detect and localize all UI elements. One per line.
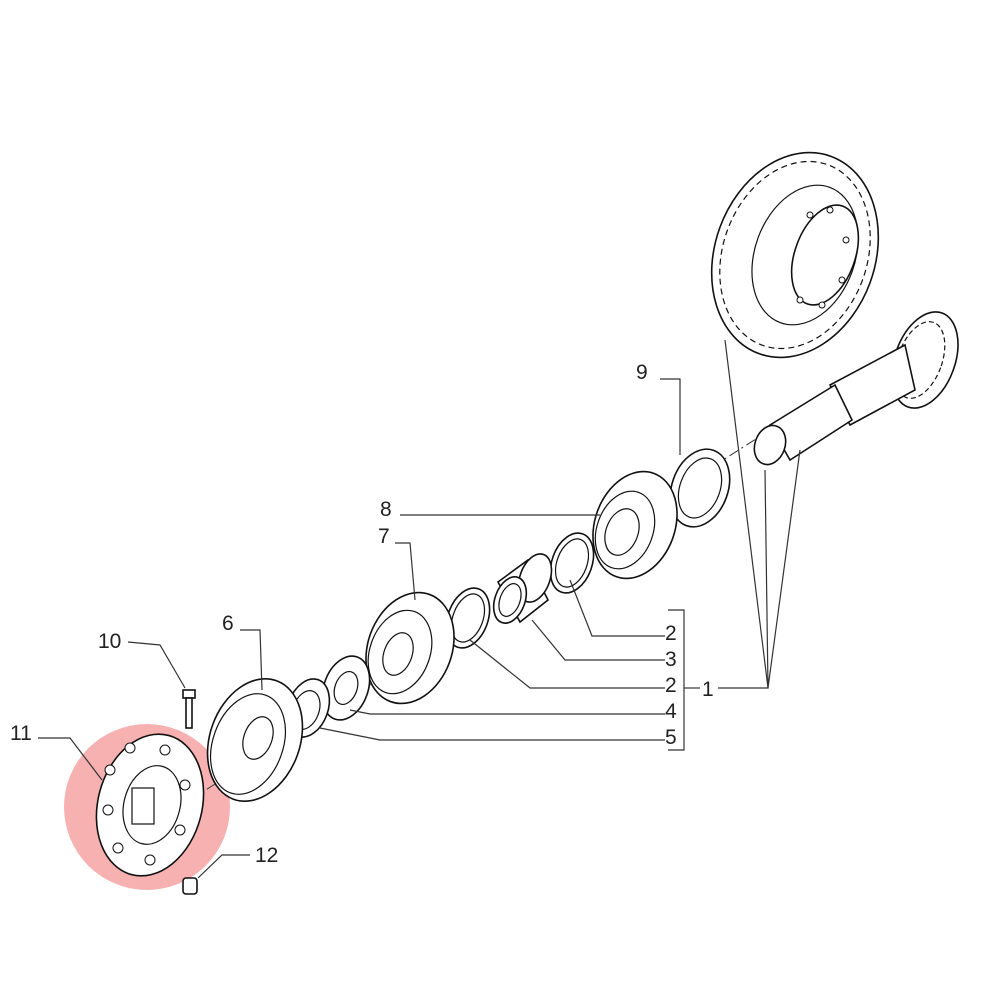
lock-washer-4[interactable] [314, 649, 378, 726]
callout-5: 5 [665, 726, 677, 749]
bearing-7[interactable] [351, 580, 469, 716]
ring-gear[interactable] [684, 129, 906, 381]
callout-2-upper: 2 [665, 622, 677, 645]
spacer-ring-2-upper[interactable] [543, 527, 602, 599]
callout-10: 10 [98, 630, 121, 653]
seal-flange-6[interactable] [191, 665, 319, 814]
callout-11: 11 [10, 722, 32, 745]
pinion-shaft[interactable] [749, 303, 970, 469]
spacer-ring-2-lower[interactable] [439, 582, 498, 654]
callout-12: 12 [255, 844, 278, 867]
callout-6: 6 [222, 612, 234, 635]
callout-1: 1 [702, 678, 714, 701]
bolt-10[interactable] [182, 689, 196, 729]
callout-4: 4 [665, 700, 677, 723]
leader-lines [38, 339, 801, 879]
callout-7: 7 [378, 525, 390, 548]
shim-washer-9[interactable] [660, 441, 740, 535]
callout-3: 3 [665, 648, 677, 671]
bearing-8[interactable] [579, 460, 692, 591]
collapsible-spacer-3[interactable] [488, 549, 558, 627]
nut-12[interactable] [182, 877, 198, 895]
callout-9: 9 [636, 361, 648, 384]
callout-8: 8 [380, 498, 392, 521]
output-flange-11[interactable] [81, 722, 219, 888]
callout-2-lower: 2 [665, 674, 677, 697]
